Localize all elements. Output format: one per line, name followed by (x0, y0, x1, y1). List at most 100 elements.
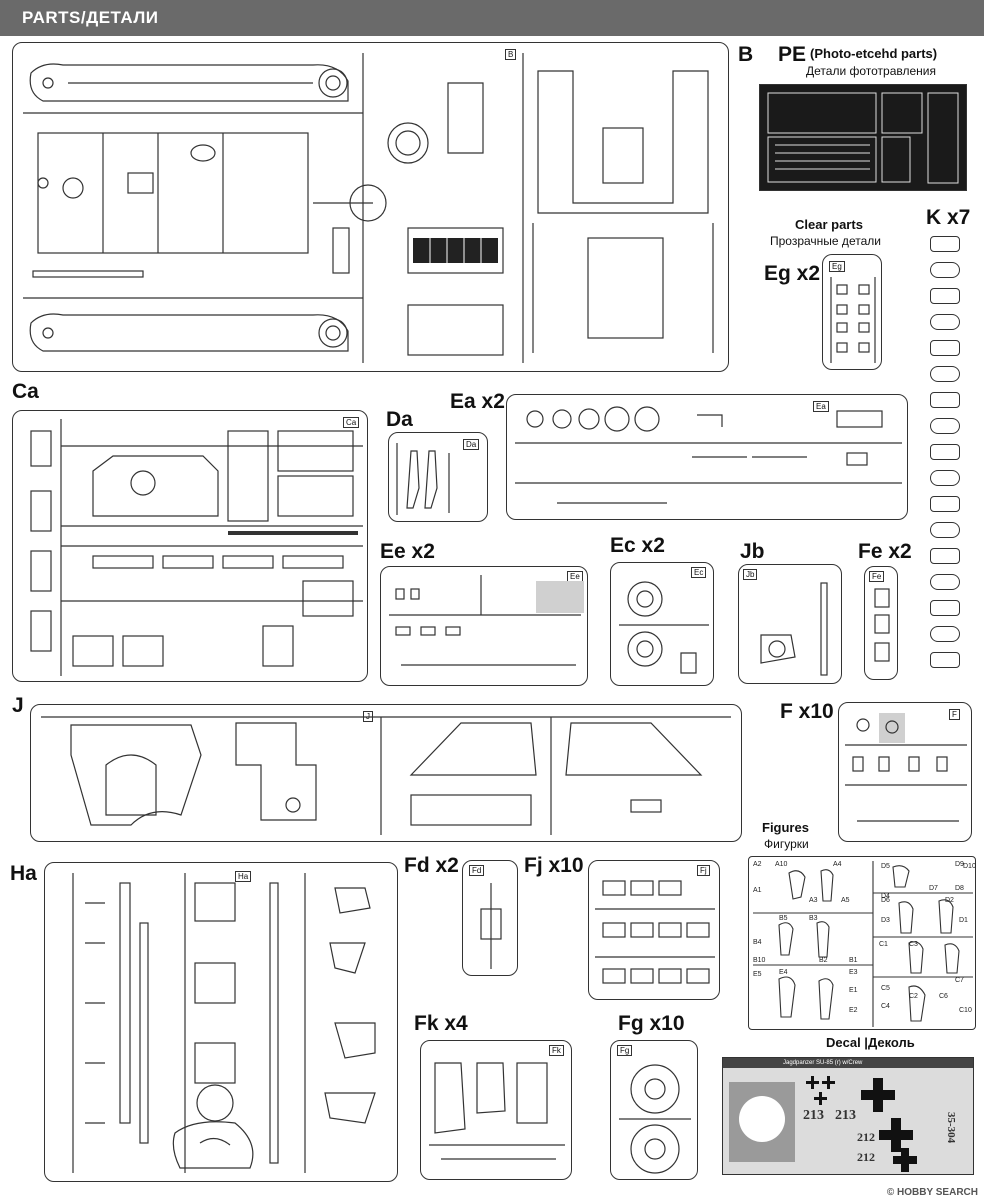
track-link (930, 418, 960, 434)
track-link (930, 626, 960, 642)
figure-code: A1 (753, 887, 762, 894)
sprue-fd: Fd (462, 860, 518, 976)
track-link (930, 444, 960, 460)
track-link (930, 340, 960, 356)
decal-sheet: Jagdpanzer SU-85 (r) w/Crew 213 213 212 … (722, 1057, 974, 1175)
label-pe: PE (778, 43, 807, 66)
label-ee: Ee x2 (380, 540, 435, 563)
track-link (930, 522, 960, 538)
figure-code: D5 (881, 863, 890, 870)
page-title: PARTS/ДЕТАЛИ (22, 8, 159, 27)
figure-code: B4 (753, 939, 762, 946)
sprue-jb-drawing (760, 582, 828, 676)
track-link (930, 262, 960, 278)
sprue-fk: Fk (420, 1040, 572, 1180)
frame-id-f: F (949, 709, 960, 720)
figure-code: D9 (955, 861, 964, 868)
figure-code: B2 (819, 957, 828, 964)
sprue-jb: Jb (738, 564, 842, 684)
decal-number: 212 (857, 1150, 875, 1164)
pe-fret (759, 84, 967, 191)
figures-drawing (753, 861, 973, 1027)
sprue-fd-drawing (480, 883, 502, 969)
figure-code: C3 (909, 941, 918, 948)
figure-code: C6 (939, 993, 948, 1000)
sprue-j-drawing (41, 716, 731, 835)
figure-code: D3 (881, 917, 890, 924)
label-fk: Fk x4 (414, 1012, 468, 1035)
sprue-fg-drawing (619, 1064, 691, 1174)
sprue-ea-drawing (515, 406, 902, 504)
decal-title: Jagdpanzer SU-85 (r) w/Crew (783, 1060, 863, 1066)
track-link (930, 600, 960, 616)
sprue-ha-drawing (72, 873, 376, 1173)
decal-number: 212 (857, 1130, 875, 1144)
figure-code: C2 (909, 993, 918, 1000)
figure-code: E5 (753, 971, 762, 978)
label-da: Da (386, 408, 413, 431)
figure-code: E2 (849, 1007, 858, 1014)
sprue-eg: Eg (822, 254, 882, 370)
track-link (930, 236, 960, 252)
figure-code: A10 (775, 861, 788, 868)
page-header: PARTS/ДЕТАЛИ (0, 0, 984, 36)
figure-code: E3 (849, 969, 858, 976)
label-ec: Ec x2 (610, 534, 665, 557)
frame-id-da: Da (463, 439, 480, 450)
sprue-eg-drawing (830, 277, 876, 363)
decal-code: 35-304 (945, 1112, 957, 1144)
track-link (930, 392, 960, 408)
figure-code: A2 (753, 861, 762, 868)
decal-crosses (806, 1076, 917, 1172)
track-link (930, 548, 960, 564)
label-clear-ru: Прозрачные детали (770, 234, 881, 248)
label-eg: Eg x2 (764, 262, 821, 285)
decal-circle (739, 1096, 785, 1142)
sprue-b: B (12, 42, 729, 372)
sprue-ea: Ea (506, 394, 908, 520)
pe-fret-drawing (767, 92, 959, 184)
frame-id-eg: Eg (829, 261, 845, 272)
label-ea: Ea x2 (450, 390, 505, 413)
sprue-fg: Fg (610, 1040, 698, 1180)
label-jb: Jb (740, 540, 765, 563)
track-link (930, 496, 960, 512)
figure-code: D8 (955, 885, 964, 892)
decal-number: 213 (803, 1108, 824, 1123)
label-figures-ru: Фигурки (764, 837, 809, 851)
sprue-b-drawing (23, 53, 714, 363)
decal-plate (729, 1082, 795, 1162)
track-link (930, 366, 960, 382)
label-j: J (12, 694, 24, 717)
label-fg: Fg x10 (618, 1012, 685, 1035)
label-b: B (738, 43, 754, 66)
frame-id-b: B (505, 49, 517, 60)
sprue-da: Da (388, 432, 488, 522)
sprue-ee: Ee (380, 566, 588, 686)
sprue-f-drawing (845, 713, 967, 822)
track-link (930, 314, 960, 330)
figure-code: E1 (849, 987, 858, 994)
sprue-f: F (838, 702, 972, 842)
sprue-ca: Ca (12, 410, 368, 682)
sprue-fe: Fe (864, 566, 898, 680)
frame-id-ea: Ea (813, 401, 829, 412)
frame-id-fk: Fk (549, 1045, 564, 1056)
sprue-j: J (30, 704, 742, 842)
figure-code: A4 (833, 861, 842, 868)
sprue-fk-drawing (429, 1062, 565, 1160)
figure-code: D7 (929, 885, 938, 892)
frame-id-fd: Fd (469, 865, 485, 876)
figure-code: A5 (841, 897, 850, 904)
sprue-fj: Fj (588, 860, 720, 1000)
track-link (930, 470, 960, 486)
track-link (930, 288, 960, 304)
sprue-da-drawing (396, 443, 450, 515)
frame-id-ec: Ec (691, 567, 707, 578)
figure-code: E4 (779, 969, 788, 976)
label-clear-en: Clear parts (795, 217, 863, 232)
sprue-ca-drawing (30, 419, 363, 676)
figure-code: C1 (879, 941, 888, 948)
frame-id-ha: Ha (235, 871, 252, 882)
